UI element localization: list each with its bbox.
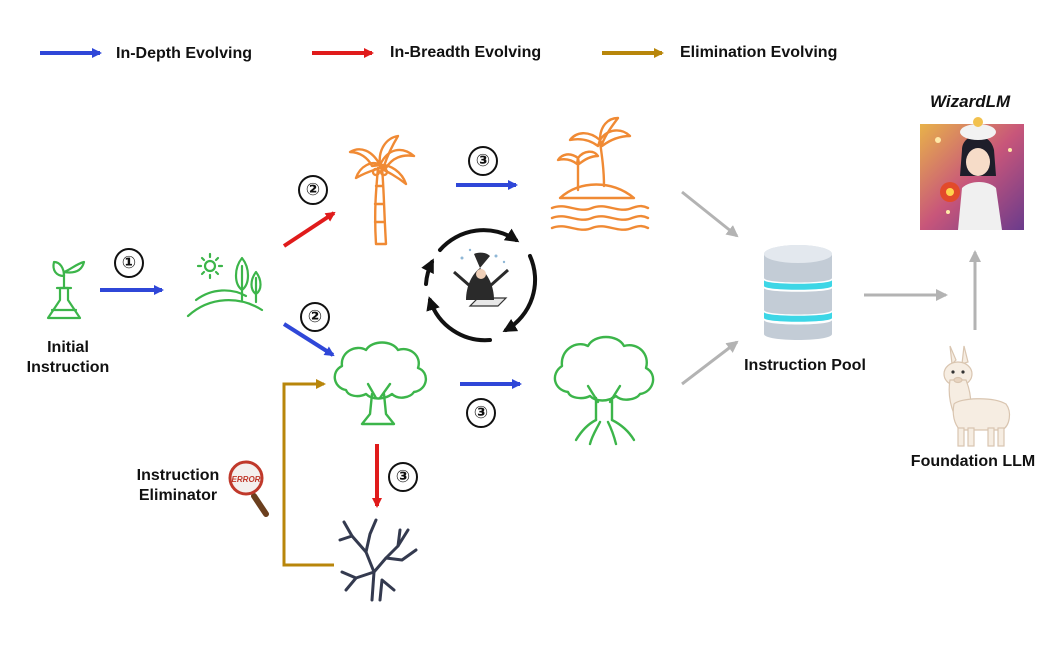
tree-roots-icon [553,335,655,446]
tree-icon [333,341,427,426]
arrow-in-depth-to-tree [282,322,335,357]
database-icon [764,245,832,340]
initial-instruction-label: Initial Instruction [26,339,110,376]
step-marker-3-top: ③ [468,146,498,176]
legend-label-in-breadth: In-Breadth Evolving [390,44,542,61]
island-palms-icon [550,116,650,231]
llama-image [943,345,1011,447]
error-badge-text: ERROR [232,475,261,484]
step-marker-3-bottom: ③ [388,462,418,492]
step-marker-1: ① [114,248,144,278]
flask-sprout-icon [46,260,86,320]
elimination-path [282,379,334,567]
instruction-pool-label: Instruction Pool [744,357,866,374]
wizardlm-title: WizardLM [930,92,1011,111]
instruction-eliminator-label: Instruction Eliminator [136,467,220,504]
wizard-figure-image [453,248,509,307]
step-marker-3-middle: ③ [466,398,496,428]
step-marker-2-top: ② [298,175,328,205]
legend-label-in-depth: In-Depth Evolving [116,45,252,62]
dead-tree-icon [338,518,418,602]
foundation-llm-label: Foundation LLM [910,453,1036,470]
wizardlm-portrait-image [920,117,1024,230]
arrow-in-breadth-to-palm [282,211,336,248]
hills-sapling-icon [186,252,264,318]
magnifier-error-icon: ERROR [228,460,269,517]
arrow-island-to-pool [681,190,739,238]
step-marker-2-bottom: ② [300,302,330,332]
legend-label-elimination: Elimination Evolving [680,44,838,61]
arrow-tree-to-pool [681,340,739,386]
cycle-arrows-icon [421,228,538,343]
palm-tree-icon [348,134,416,246]
